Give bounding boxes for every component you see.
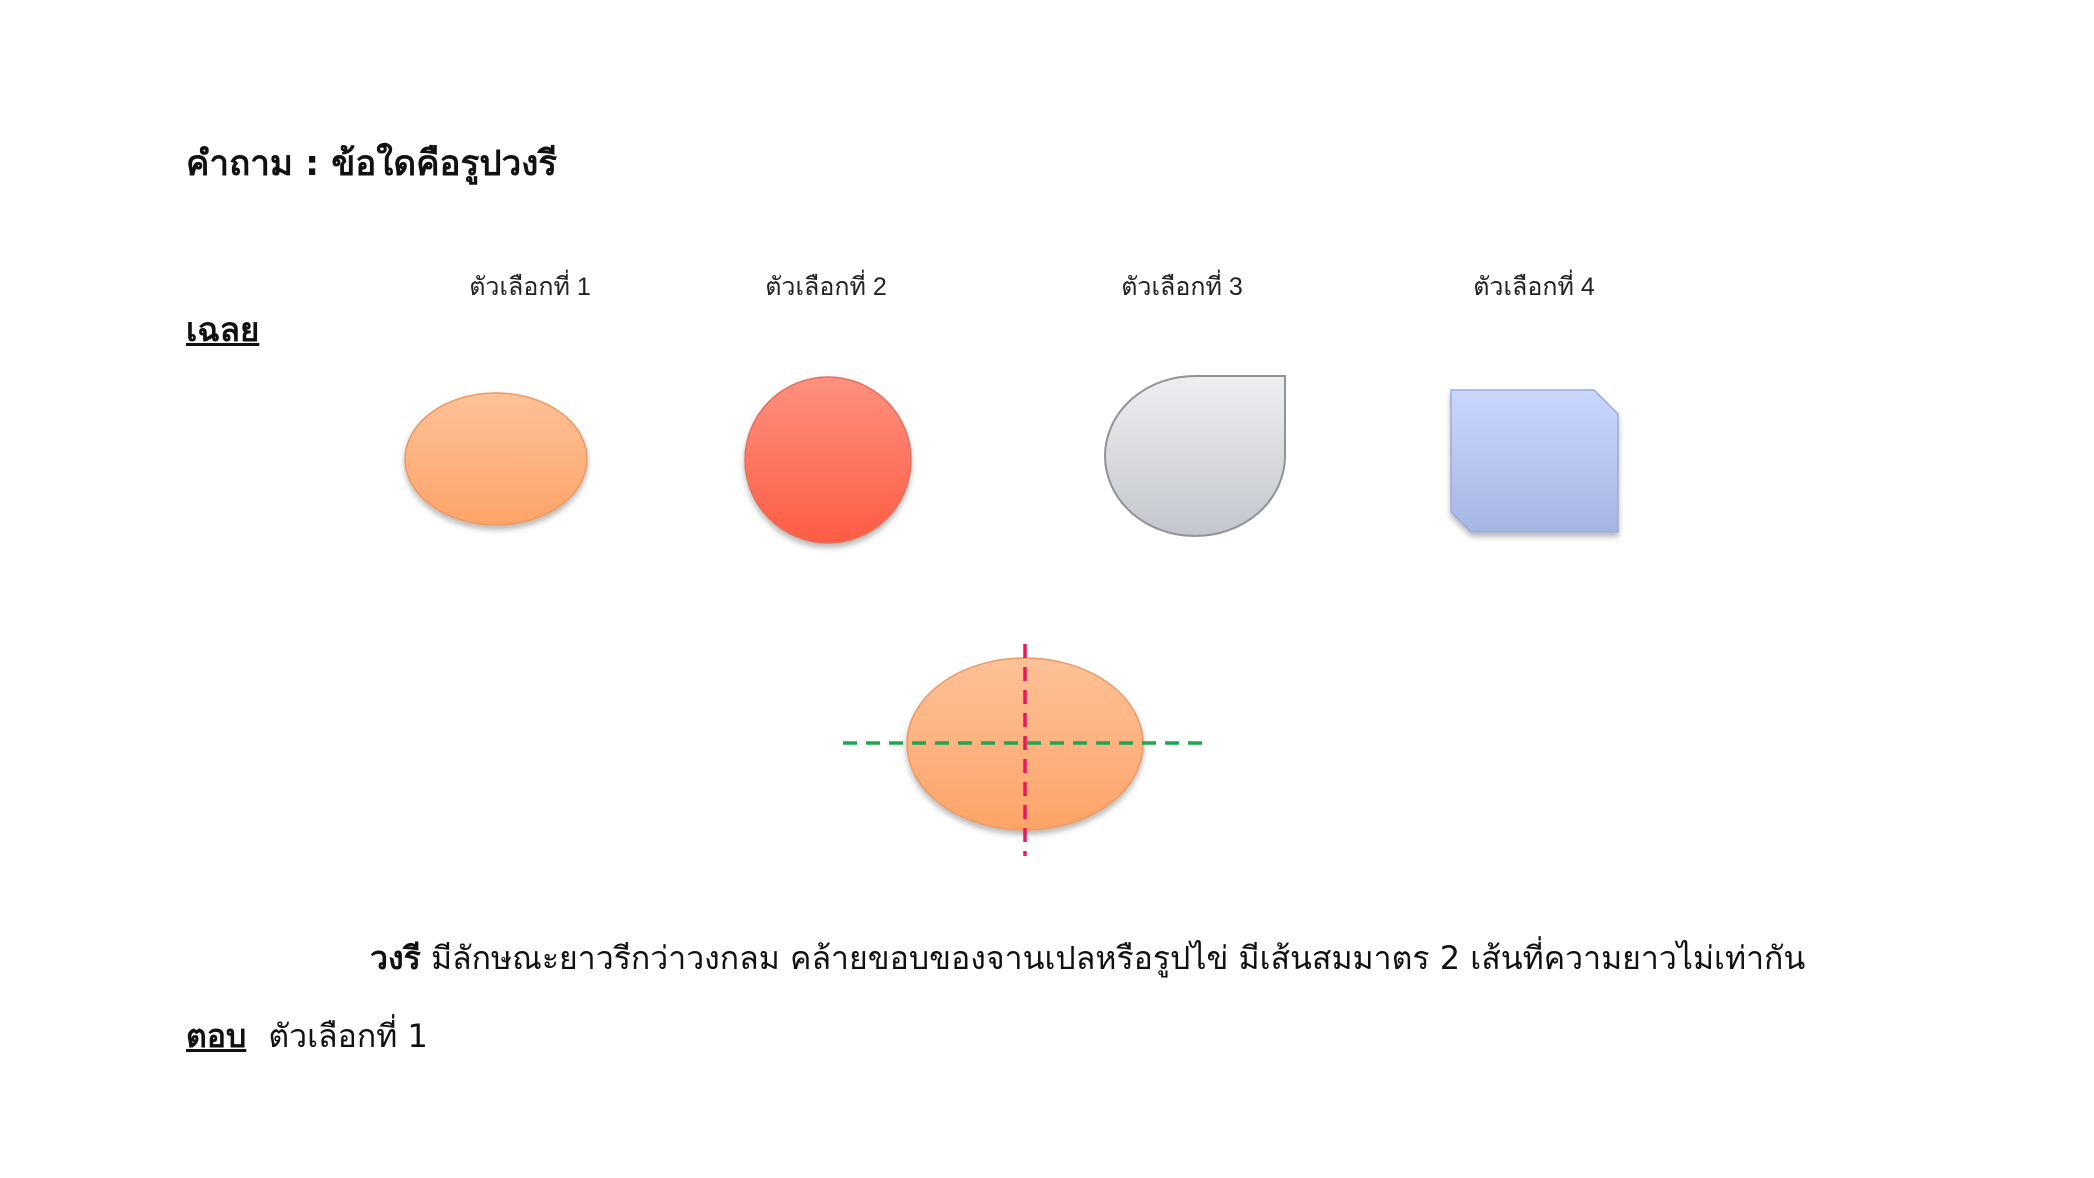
final-answer: ตอบ ตัวเลือกที่ 1 — [186, 1014, 428, 1058]
explanation-paragraph: วงรี มีลักษณะยาวรีกว่าวงกลม คล้ายขอบของจ… — [370, 936, 1805, 980]
option-1-ellipse — [404, 392, 588, 526]
option-1-label: ตัวเลือกที่ 1 — [469, 273, 591, 301]
explanation-text: มีลักษณะยาวรีกว่าวงกลม คล้ายขอบของจานเปล… — [420, 939, 1806, 977]
option-2-label: ตัวเลือกที่ 2 — [765, 273, 887, 301]
option-3-teardrop — [1104, 375, 1286, 537]
option-2-circle — [744, 376, 912, 544]
option-4-snipped-square — [1450, 389, 1619, 533]
option-4-label: ตัวเลือกที่ 4 — [1473, 273, 1595, 301]
final-answer-label: ตอบ — [186, 1017, 247, 1055]
answer-heading: เฉลย — [186, 310, 260, 349]
final-answer-value: ตัวเลือกที่ 1 — [268, 1017, 428, 1055]
ellipse-term: วงรี — [370, 939, 421, 977]
option-3-label: ตัวเลือกที่ 3 — [1121, 273, 1243, 301]
question-text: คำถาม : ข้อใดคือรูปวงรี — [186, 144, 558, 184]
